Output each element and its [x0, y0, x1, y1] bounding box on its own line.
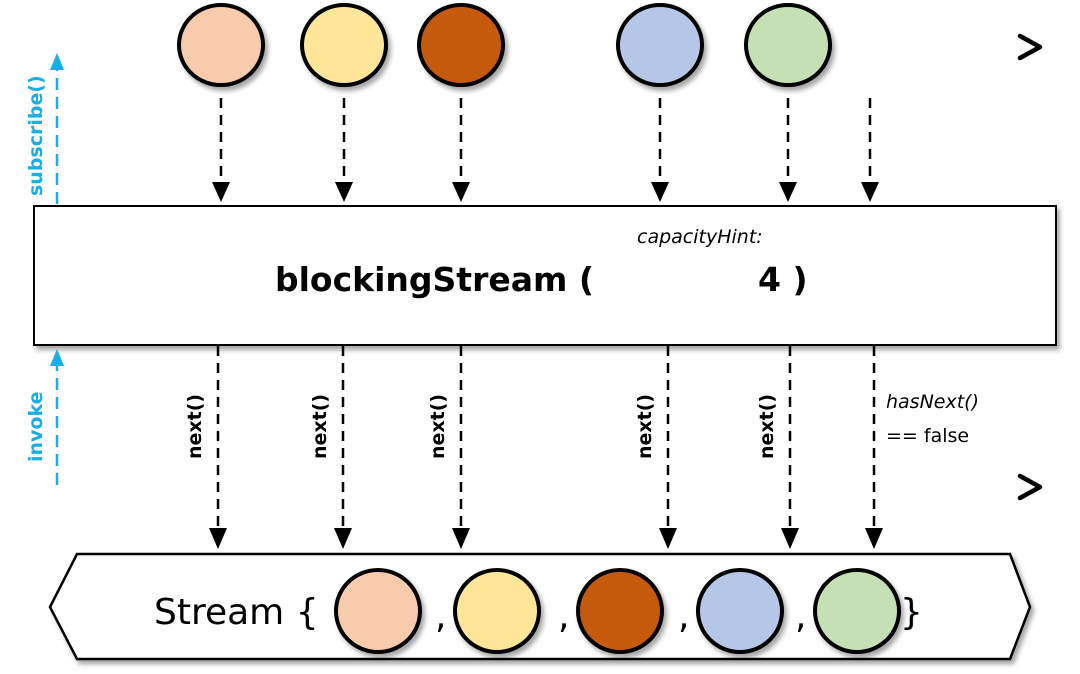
- stream-separator: ,: [678, 596, 689, 637]
- arrowhead-down-icon: [651, 182, 669, 202]
- source-item-marble: [744, 3, 832, 87]
- arrowhead-down-icon: [865, 528, 883, 549]
- operator-name: blockingStream (: [275, 260, 594, 299]
- arrowhead-down-icon: [334, 528, 352, 549]
- stream-separator: ,: [435, 596, 446, 637]
- next-call-arrow: next(): [634, 346, 677, 549]
- param-value: 4 ): [758, 260, 808, 299]
- arrowhead-down-icon: [779, 182, 797, 202]
- emission-arrows: [212, 98, 879, 202]
- invoke-label: invoke: [25, 392, 47, 463]
- stream-item-marble: [696, 568, 784, 654]
- arrowhead-down-icon: [212, 182, 230, 202]
- consumer-timeline: [55, 473, 1043, 501]
- source-item-marble: [417, 3, 505, 87]
- emission-arrow: [212, 98, 230, 202]
- hasnext-arrow: [865, 346, 883, 549]
- emission-arrow: [779, 98, 797, 202]
- next-call-arrow: next(): [756, 346, 799, 549]
- stream-item-marble: [813, 568, 901, 654]
- invoke-arrow: invoke: [25, 349, 64, 485]
- next-call-arrow: next(): [309, 346, 352, 549]
- emission-arrow: [452, 98, 470, 202]
- operator-box-rect: [33, 205, 1057, 346]
- source-timeline: [57, 3, 1043, 88]
- arrowhead-down-icon: [659, 528, 677, 549]
- arrowhead-down-icon: [335, 182, 353, 202]
- next-call-label: next(): [427, 394, 449, 459]
- invoke-arrowhead-icon: [50, 349, 64, 366]
- subscribe-arrow: subscribe(): [25, 53, 64, 204]
- next-call-label: next(): [634, 394, 656, 459]
- source-item-marble: [177, 3, 265, 87]
- operator-box: capacityHint: blockingStream ( 4 ): [33, 205, 1057, 346]
- stream-separator: ,: [558, 596, 569, 637]
- hasnext-label: hasNext(): [886, 391, 979, 413]
- completion-arrow: [861, 98, 879, 202]
- subscribe-arrowhead-icon: [50, 53, 64, 70]
- param-label: capacityHint:: [637, 226, 763, 248]
- emission-arrow: [651, 98, 669, 202]
- source-item-marble: [300, 3, 388, 87]
- arrowhead-down-icon: [781, 528, 799, 549]
- stream-separator: ,: [795, 596, 806, 637]
- hasnext-result-label: == false: [886, 425, 969, 447]
- subscribe-label: subscribe(): [25, 75, 47, 196]
- stream-item-marble: [453, 568, 541, 654]
- next-call-arrows: next() next() next() next() next(): [184, 346, 883, 549]
- arrowhead-down-icon: [861, 182, 879, 202]
- next-call-label: next(): [756, 394, 778, 459]
- arrowhead-down-icon: [452, 528, 470, 549]
- arrowhead-down-icon: [452, 182, 470, 202]
- arrowhead-down-icon: [209, 528, 227, 549]
- next-call-arrow: next(): [184, 346, 227, 549]
- source-timeline-arrowhead-icon: [1017, 33, 1043, 61]
- source-item-marble: [616, 3, 704, 87]
- stream-prefix: Stream {: [154, 592, 319, 633]
- stream-item-marble: [576, 568, 664, 654]
- stream-suffix: }: [900, 592, 923, 633]
- stream-item-marble: [334, 568, 422, 654]
- next-call-label: next(): [184, 394, 206, 459]
- consumer-timeline-arrowhead-icon: [1017, 473, 1043, 501]
- next-call-label: next(): [309, 394, 331, 459]
- emission-arrow: [335, 98, 353, 202]
- stream-result: Stream { ,,,, }: [48, 552, 1032, 661]
- next-call-arrow: next(): [427, 346, 470, 549]
